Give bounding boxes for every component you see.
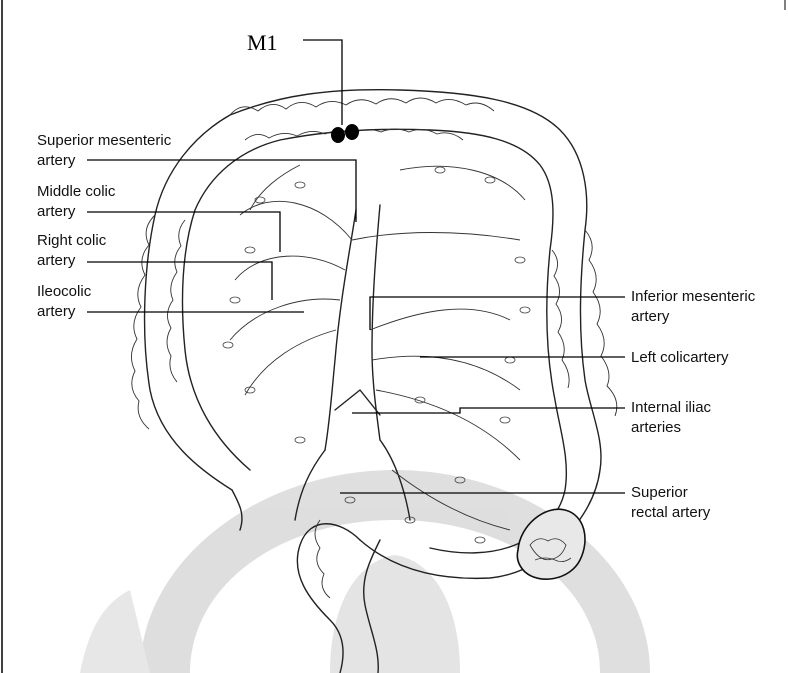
label-middle-colic-line1: Middle colic <box>37 183 116 200</box>
aorta-trunk <box>325 210 356 450</box>
leader-internal-iliac <box>352 408 625 413</box>
label-right-colic-line1: Right colic <box>37 232 107 249</box>
m1-marker: M1 <box>247 30 359 143</box>
label-internal-iliac-line1: Internal iliac <box>631 399 712 416</box>
label-middle-colic-line2: artery <box>37 203 76 220</box>
leader-middle-colic <box>87 212 280 252</box>
label-ileocolic-line1: Ileocolic <box>37 283 92 300</box>
label-inferior-mesenteric-line2: artery <box>631 308 670 325</box>
m1-label: M1 <box>247 30 278 55</box>
left-labels: Superior mesenteric artery Middle colic … <box>37 132 356 320</box>
label-superior-mesenteric-line2: artery <box>37 152 76 169</box>
label-inferior-mesenteric-line1: Inferior mesenteric <box>631 288 756 305</box>
label-ileocolic-line2: artery <box>37 303 76 320</box>
label-right-colic-line2: artery <box>37 252 76 269</box>
label-superior-rectal-line1: Superior <box>631 484 688 501</box>
leader-superior-mesenteric <box>87 160 356 222</box>
label-left-colic: Left colicartery <box>631 349 729 366</box>
label-superior-rectal-line2: rectal artery <box>631 504 711 521</box>
label-superior-mesenteric-line1: Superior mesenteric <box>37 132 172 149</box>
leader-inferior-mesenteric <box>370 297 625 330</box>
label-internal-iliac-line2: arteries <box>631 419 681 436</box>
leader-right-colic <box>87 262 272 300</box>
